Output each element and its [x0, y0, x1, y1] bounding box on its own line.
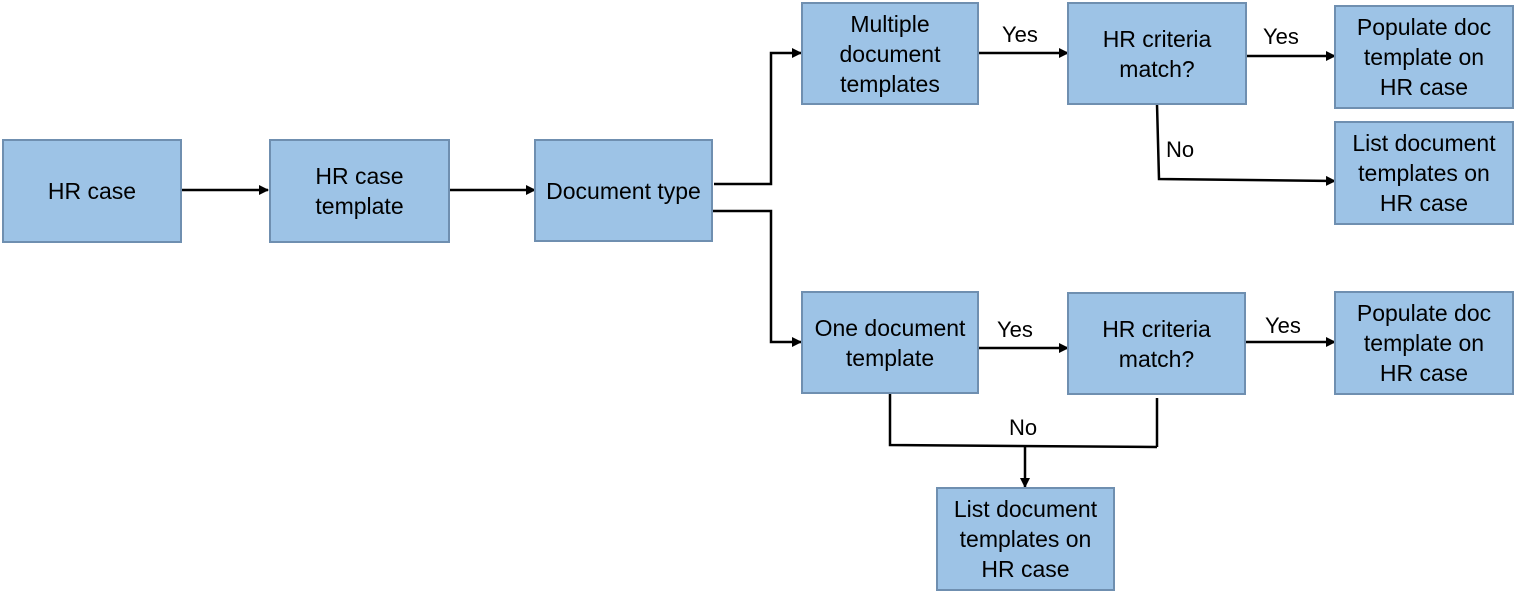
node-document-type: Document type: [534, 139, 713, 242]
node-one-template: One document template: [801, 291, 979, 394]
node-populate-bottom-label: Populate doc template on HR case: [1356, 300, 1492, 386]
node-populate-bottom: Populate doc template on HR case: [1334, 291, 1514, 395]
edge-label-yes-multiple: Yes: [1002, 22, 1038, 47]
edge-label-yes-populate-top: Yes: [1263, 24, 1299, 49]
node-criteria-match-top: HR criteria match?: [1067, 2, 1247, 105]
node-list-bottom: List document templates on HR case: [936, 487, 1115, 591]
arrow-criteria-top-to-list-top: [1155, 103, 1336, 186]
node-list-top-label: List document templates on HR case: [1352, 130, 1496, 216]
arrow-document-type-to-one: [712, 209, 802, 347]
node-hr-case-template: HR case template: [269, 139, 450, 243]
node-populate-top: Populate doc template on HR case: [1334, 5, 1514, 109]
node-hr-case-template-label: HR case template: [315, 163, 404, 219]
node-list-top: List document templates on HR case: [1334, 121, 1514, 225]
node-criteria-match-bottom: HR criteria match?: [1067, 292, 1246, 395]
node-document-type-label: Document type: [546, 177, 701, 204]
node-multiple-templates-label: Multiple document templates: [839, 10, 941, 97]
node-multiple-templates: Multiple document templates: [801, 2, 979, 105]
node-hr-case: HR case: [2, 139, 182, 243]
arrow-document-type-to-multiple: [714, 48, 802, 186]
edge-label-no-list-top: No: [1166, 137, 1195, 162]
node-hr-case-label: HR case: [47, 178, 137, 204]
node-criteria-match-bottom-label: HR criteria match?: [1102, 315, 1211, 372]
node-criteria-match-top-label: HR criteria match?: [1102, 25, 1212, 82]
node-list-bottom-label: List document templates on HR case: [953, 496, 1098, 582]
edge-label-no-list-bottom: No: [1009, 415, 1038, 440]
node-populate-top-label: Populate doc template on HR case: [1356, 14, 1492, 100]
edge-label-yes-one: Yes: [997, 317, 1033, 342]
edge-label-yes-populate-bottom: Yes: [1265, 313, 1301, 338]
line-one-to-merge: [888, 394, 1158, 449]
node-one-template-label: One document template: [814, 314, 966, 371]
